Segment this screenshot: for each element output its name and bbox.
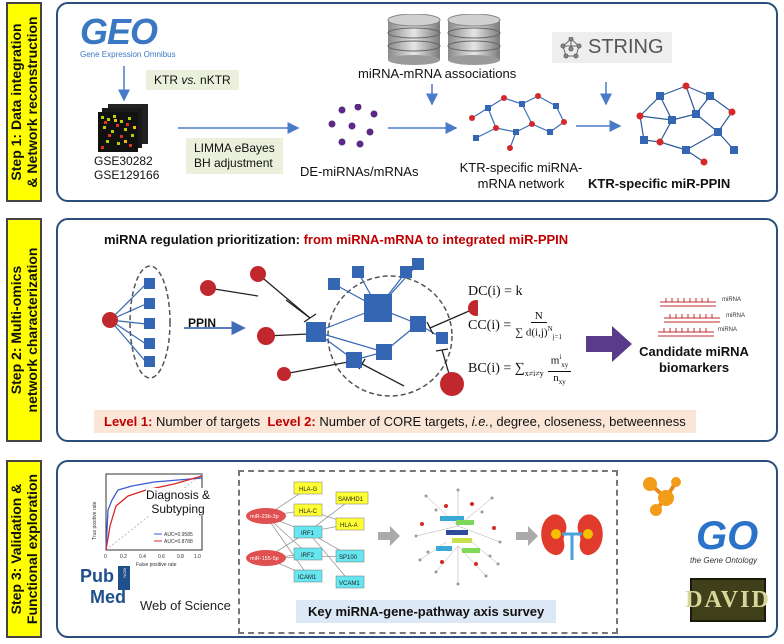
ktr-mir-ppin-network — [636, 82, 738, 166]
ncbi-icon: NCBI — [118, 566, 130, 590]
mirna-gene-network: miR-23b-3p miR-155-5p HLA-G SAMHD1 HLA-C… — [246, 481, 369, 589]
string-network-icon — [560, 36, 582, 58]
microarray-icon — [98, 104, 148, 152]
mirna-ppin-diagram — [102, 258, 478, 397]
de-molecules-icon — [328, 104, 378, 148]
step1-tag: Step 1: Data integration & Network recon… — [6, 2, 42, 202]
gene-vcam1: VCAM1 — [339, 581, 360, 587]
gene-samhd1: SAMHD1 — [338, 497, 364, 503]
ppin-label: PPIN — [188, 316, 217, 330]
mirna-tag-3: miRNA — [718, 327, 737, 333]
panel-validation: 0 0.2 0.4 0.6 0.8 1.0 False positive rat… — [56, 460, 778, 638]
axis-survey-box: miR-23b-3p miR-155-5p HLA-G SAMHD1 HLA-C… — [238, 470, 618, 634]
gene-icam1: ICAM1 — [298, 575, 317, 581]
gray-arrow-1 — [378, 526, 400, 546]
mirna-tag-1: miRNA — [722, 297, 741, 303]
roc-xtick-2: 0.4 — [139, 554, 146, 560]
mirna-tag-2: miRNA — [726, 313, 745, 319]
network-tool-icon — [636, 472, 688, 518]
database-icon — [387, 14, 501, 65]
roc-xtick-0: 0 — [104, 554, 107, 560]
gene-hla-c: HLA-C — [299, 509, 318, 515]
step1-line2: & Network reconstruction — [24, 16, 40, 188]
panel-data-integration: GEO Gene Expression Omnibus KTR vs. nKTR… — [56, 2, 778, 202]
gene-irf2: IRF2 — [301, 553, 315, 559]
mirna-node-2: miR-155-5p — [250, 556, 279, 562]
roc-xlabel: False positive rate — [136, 562, 177, 568]
pubmed-logo: Pub Med — [80, 566, 126, 607]
roc-plot: 0 0.2 0.4 0.6 0.8 1.0 False positive rat… — [92, 473, 203, 568]
geo-logo: GEO Gene Expression Omnibus — [80, 11, 176, 60]
panel2-title: miRNA regulation prioritization: from mi… — [104, 232, 569, 247]
gene-hla-a: HLA-A — [340, 523, 358, 529]
gene-ontology-logo: GO the Gene Ontology — [690, 514, 759, 565]
david-logo: DAVID — [685, 578, 769, 622]
axis-survey-label: Key miRNA-gene-pathway axis survey — [296, 600, 557, 623]
web-of-science-logo: Web of Science — [140, 598, 231, 613]
gene-irf1: IRF1 — [301, 531, 315, 537]
step1-line1: Step 1: Data integration — [8, 23, 24, 181]
step3-tag: Step 3: Validation & Functional explorat… — [6, 460, 42, 638]
ktr-mirna-mrna-network — [469, 93, 567, 151]
roc-auc-1: AUC=0.9585 — [164, 532, 193, 538]
ktr-network-label: KTR-specific miRNA- mRNA network — [459, 160, 583, 191]
panel1-arrows — [118, 66, 622, 134]
step2-line1: Step 2: Multi-omics — [8, 265, 24, 395]
roc-ylabel: True positive rate — [92, 501, 98, 540]
gene-sp100: SP100 — [339, 555, 358, 561]
comparison-box: KTR vs. nKTR — [146, 70, 239, 90]
kidney-icon — [541, 514, 603, 560]
mirna-hairpin-icon: miRNA miRNA miRNA — [658, 297, 745, 337]
roc-title: Diagnosis & Subtyping — [146, 488, 211, 516]
gray-arrow-2 — [516, 526, 538, 546]
roc-xtick-5: 1.0 — [194, 554, 201, 560]
mirna-node-1: miR-23b-3p — [250, 514, 279, 520]
limma-box: LIMMA eBayes BH adjustment — [186, 138, 283, 174]
pathway-network — [414, 488, 502, 586]
roc-auc-2: AUC=0.8788 — [164, 539, 193, 545]
de-label: DE-miRNAs/mRNAs — [300, 164, 419, 179]
dataset-gse30282: GSE30282 — [94, 154, 153, 168]
purple-arrow-icon — [586, 326, 632, 362]
associations-label: miRNA-mRNA associations — [358, 66, 517, 81]
step2-line2: network characterization — [24, 247, 40, 413]
formula-dc: DC(i) = k — [468, 284, 523, 299]
string-logo: STRING — [552, 32, 672, 63]
centrality-formulas: DC(i) = k CC(i) = N ∑ d(i,j)Nj=1 BC(i) =… — [468, 284, 572, 388]
dataset-list: GSE30282 GSE129166 — [94, 154, 159, 182]
gene-hla-g: HLA-G — [299, 487, 318, 493]
level-box: Level 1: Number of targets Level 2: Numb… — [94, 410, 696, 433]
formula-cc: CC(i) = N ∑ d(i,j)Nj=1 — [468, 310, 563, 341]
step3-line2: Functional exploration — [24, 473, 40, 625]
step3-line1: Step 3: Validation & — [8, 483, 24, 615]
roc-xtick-4: 0.8 — [177, 554, 184, 560]
dataset-gse129166: GSE129166 — [94, 168, 160, 182]
roc-xtick-3: 0.6 — [158, 554, 165, 560]
ktr-ppin-label: KTR-specific miR-PPIN — [588, 176, 731, 191]
panel-network-characterization: miRNA regulation prioritization: from mi… — [56, 218, 778, 442]
roc-xtick-1: 0.2 — [120, 554, 127, 560]
step2-tag: Step 2: Multi-omics network characteriza… — [6, 218, 42, 442]
candidate-label: Candidate miRNA biomarkers — [639, 344, 749, 375]
formula-bc: BC(i) = ∑x≠i≠y mixy nxy — [468, 351, 572, 388]
